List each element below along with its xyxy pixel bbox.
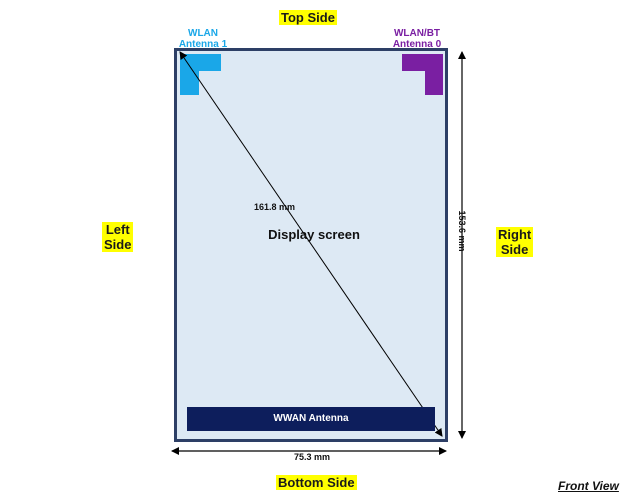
wlan-antenna-1-label-line2: Antenna 1 (178, 39, 228, 50)
width-dimension-label: 75.3 mm (294, 452, 331, 462)
diagonal-dimension-label: 161.8 mm (254, 202, 296, 212)
right-side-label-line1: Right (498, 227, 532, 242)
height-dimension-label: 153.6 mm (457, 210, 467, 252)
top-side-label: Top Side (279, 10, 337, 25)
wlan-bt-antenna-0-label-line1: WLAN/BT (393, 28, 441, 39)
left-side-label-line2: Side (104, 237, 132, 252)
bottom-side-label: Bottom Side (276, 475, 357, 490)
left-side-label: Left Side (102, 222, 134, 252)
right-side-label-line2: Side (500, 242, 529, 257)
wlan-antenna-1-label: WLAN Antenna 1 (172, 28, 234, 50)
wlan-bt-antenna-0-label-line2: Antenna 0 (392, 39, 442, 50)
wwan-antenna-bar: WWAN Antenna (187, 407, 435, 431)
left-side-label-line1: Left (105, 222, 130, 237)
diagonal-dimension-line (179, 51, 443, 437)
right-side-label: Right Side (496, 227, 534, 257)
wlan-antenna-1-label-line1: WLAN (188, 28, 218, 39)
front-view-label: Front View (558, 479, 619, 493)
wlan-bt-antenna-0-shape (402, 54, 443, 95)
wlan-bt-antenna-0-label: WLAN/BT Antenna 0 (386, 28, 448, 50)
display-screen-label: Display screen (268, 227, 360, 242)
